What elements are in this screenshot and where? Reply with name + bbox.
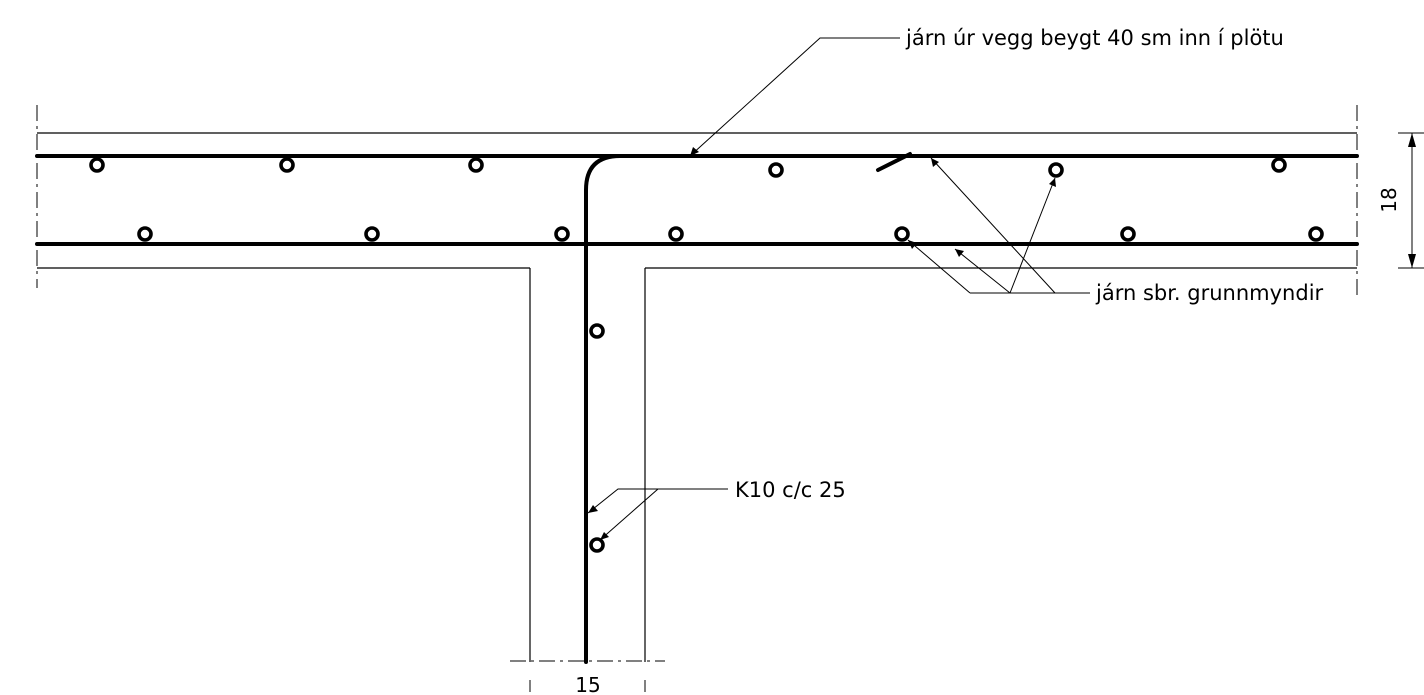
leader-plan-bars (907, 157, 1090, 294)
leader-wall-bar (689, 37, 900, 157)
rebar-circle (1048, 162, 1064, 178)
leader-stirrup (587, 488, 728, 541)
rebar-circle (137, 226, 153, 242)
rebar-circle (1271, 157, 1287, 173)
dimension-wall-thickness (510, 660, 665, 692)
rebar-circle (894, 226, 910, 242)
rebar-circle (364, 226, 380, 242)
stirrup-note: K10 c/c 25 (735, 478, 846, 502)
rebar-circle (768, 162, 784, 178)
plan-bars-note: járn sbr. grunnmyndir (1095, 281, 1324, 305)
rebar-circle (1120, 226, 1136, 242)
wall-thickness-label: 15 (575, 673, 600, 695)
rebar-circle (1308, 226, 1324, 242)
hook-bar (876, 152, 912, 172)
rebar-circle (589, 537, 605, 553)
rebar-circle (468, 157, 484, 173)
rebar-circle (279, 157, 295, 173)
rebar-sections (89, 157, 1324, 553)
wall-bar-note: járn úr vegg beygt 40 sm inn í plötu (905, 26, 1284, 50)
bent-wall-bar (584, 154, 692, 664)
rebar-circle (589, 323, 605, 339)
rebar-circle (89, 157, 105, 173)
slab-outline (37, 132, 1357, 269)
slab-thickness-label: 18 (1377, 187, 1401, 212)
rebar-circle (554, 226, 570, 242)
rebar-circle (668, 226, 684, 242)
wall-outline (529, 268, 646, 662)
dimension-slab-thickness (1398, 132, 1424, 269)
slab-break-lines (36, 105, 1358, 295)
